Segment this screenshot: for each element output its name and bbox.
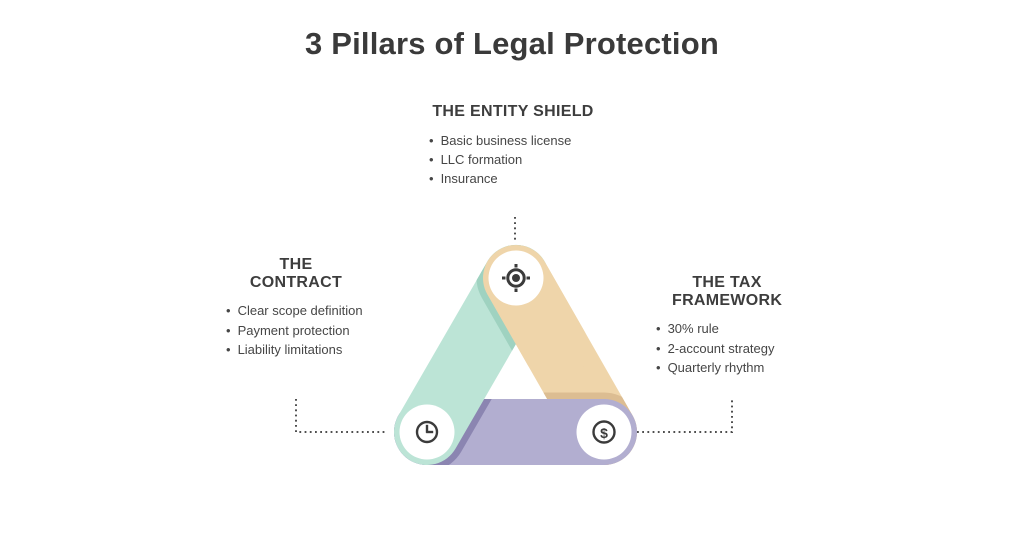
dollar-icon: $ — [592, 420, 616, 444]
pillar-list-entity-shield: Basic business license LLC formation Ins… — [423, 133, 603, 188]
pillar-block-tax-framework: THE TAX FRAMEWORK 30% rule 2-account str… — [650, 274, 804, 379]
pillar-block-contract: THE CONTRACT Clear scope definition Paym… — [220, 256, 372, 361]
list-item: Quarterly rhythm — [656, 360, 804, 376]
page-title: 3 Pillars of Legal Protection — [304, 26, 720, 61]
list-item: 30% rule — [656, 321, 804, 337]
target-icon — [502, 264, 530, 292]
list-item: Insurance — [429, 171, 603, 187]
pillar-heading-contract: THE CONTRACT — [249, 256, 343, 291]
pillar-list-contract: Clear scope definition Payment protectio… — [220, 303, 372, 358]
svg-text:$: $ — [600, 425, 608, 441]
pillar-list-tax-framework: 30% rule 2-account strategy Quarterly rh… — [650, 321, 804, 376]
list-item: Liability limitations — [226, 342, 372, 358]
pillar-heading-tax-framework: THE TAX FRAMEWORK — [672, 274, 783, 309]
list-item: LLC formation — [429, 152, 603, 168]
list-item: Clear scope definition — [226, 303, 372, 319]
connector-contract — [295, 399, 386, 433]
list-item: 2-account strategy — [656, 341, 804, 357]
list-item: Payment protection — [226, 323, 372, 339]
pillar-heading-entity-shield: THE ENTITY SHIELD — [432, 103, 594, 120]
clock-icon — [415, 420, 439, 444]
pillar-block-entity-shield: THE ENTITY SHIELD Basic business license… — [423, 103, 603, 191]
badge-tax-framework — [576, 404, 632, 460]
list-item: Basic business license — [429, 133, 603, 149]
connector-tax-framework — [637, 397, 733, 433]
